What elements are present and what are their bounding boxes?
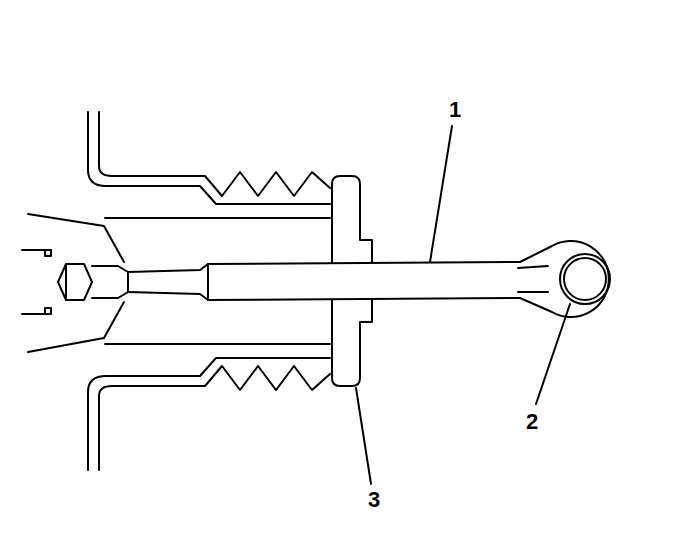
wrench — [207, 264, 209, 300]
wrench — [518, 266, 548, 292]
leader-line — [430, 126, 452, 262]
leader-line — [356, 388, 371, 484]
inner-tie-rod — [22, 313, 45, 315]
housing-wall — [88, 112, 150, 186]
inner-tube — [105, 343, 330, 345]
callout-number: 1 — [449, 99, 461, 121]
extension — [128, 264, 208, 300]
callout-number: 2 — [526, 411, 538, 433]
housing-wall — [99, 386, 150, 470]
socket — [92, 266, 128, 298]
wrench — [208, 241, 609, 317]
housing-wall — [99, 112, 150, 176]
hex-nut — [58, 264, 92, 300]
boot-bellows — [150, 186, 330, 204]
hex-nut — [65, 264, 67, 300]
callout-number: 3 — [368, 489, 380, 511]
inner-tie-rod — [22, 249, 45, 251]
boot-bellows — [150, 358, 330, 376]
ratchet-head — [564, 258, 606, 300]
inner-tie-rod — [28, 214, 124, 262]
inner-tie-rod — [28, 302, 124, 352]
housing-wall — [88, 376, 150, 470]
boot-bellows — [150, 366, 330, 390]
inner-tie-rod — [45, 250, 51, 256]
boot-bellows — [150, 172, 330, 196]
leader-line — [536, 304, 570, 404]
inner-tie-rod — [45, 308, 51, 314]
inner-tube — [105, 217, 330, 219]
ratchet-head — [560, 254, 610, 304]
